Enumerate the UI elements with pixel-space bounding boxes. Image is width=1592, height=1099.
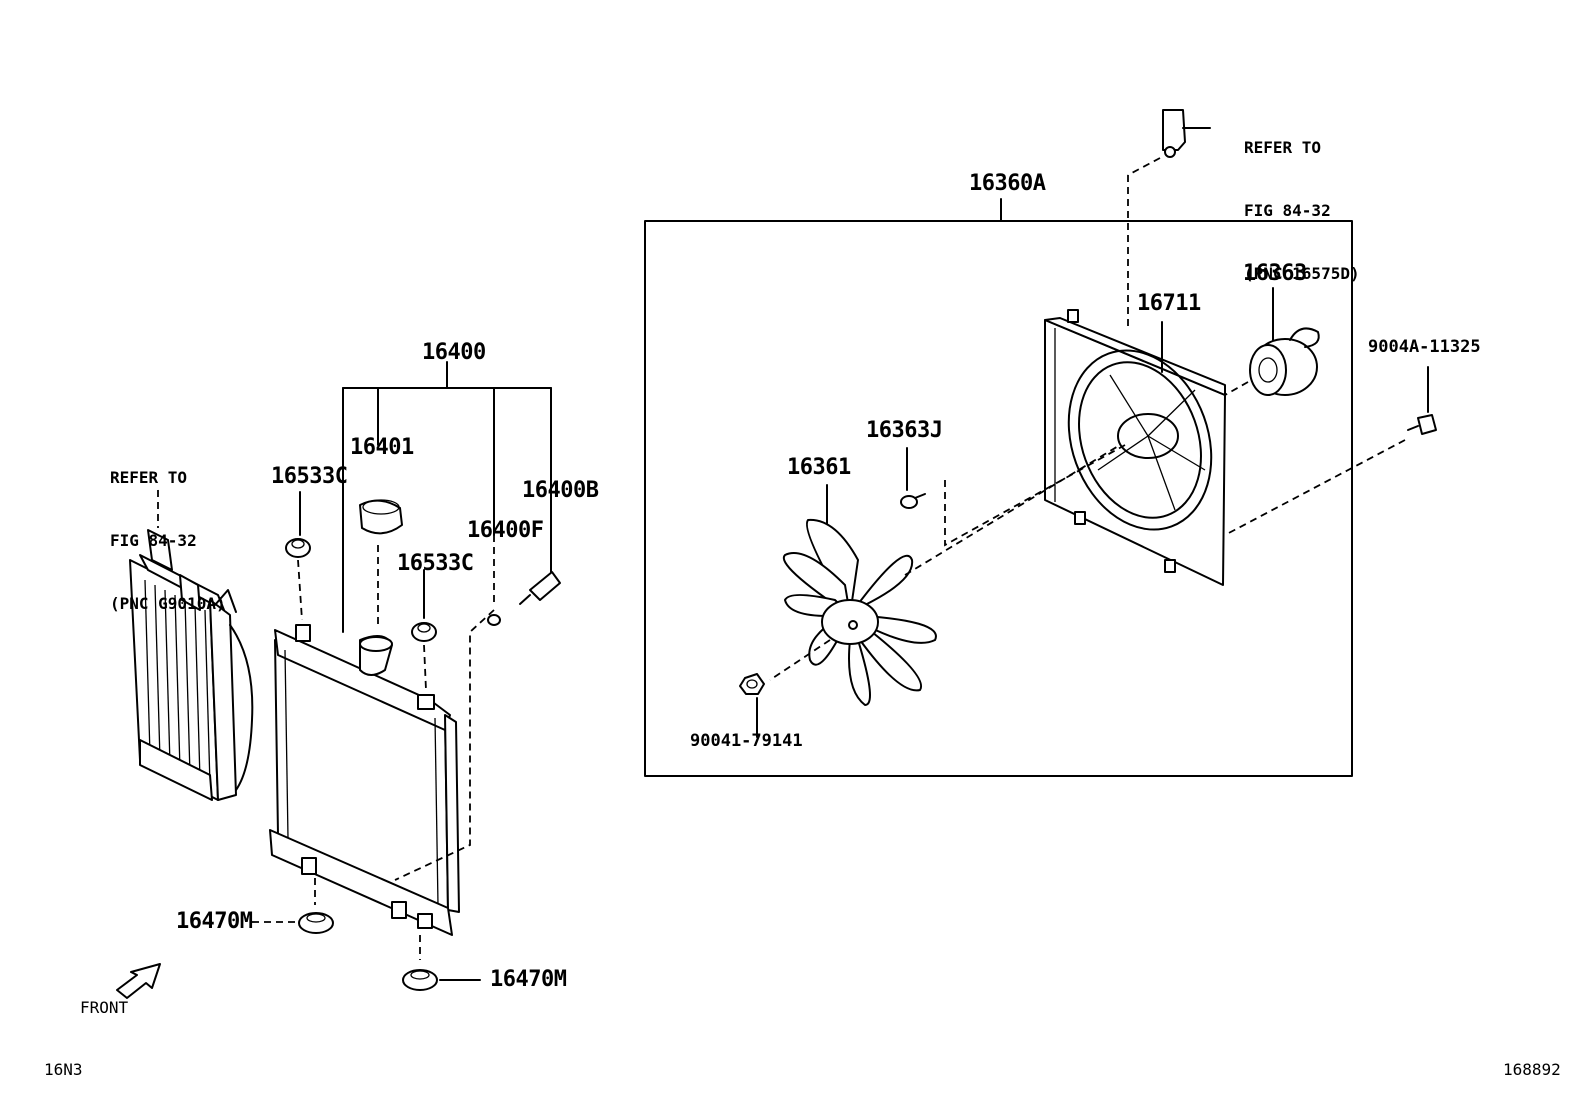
part-label-16360A: 16360A (969, 171, 1046, 196)
refer-top-line1: REFER TO (1244, 138, 1322, 157)
shroud-16711-drawing (1044, 309, 1226, 586)
bolt-9004A-drawing (1224, 366, 1437, 536)
part-label-16470M-b: 16470M (490, 967, 567, 992)
part-label-16470M-a: 16470M (176, 909, 253, 934)
fan-16361-drawing (769, 444, 1121, 706)
refer-left-line2: FIG 84-32 (110, 531, 197, 550)
refer-top-line3: (PNC 16575D) (1244, 264, 1360, 283)
reference-radiator-drawing (129, 490, 254, 801)
radiator-16400-drawing (252, 491, 561, 991)
motor-16363-drawing (1224, 287, 1320, 396)
part-label-16363J: 16363J (866, 418, 943, 443)
part-label-16711: 16711 (1137, 291, 1201, 316)
part-label-16533C-a: 16533C (271, 464, 348, 489)
refer-note-top: REFER TO FIG 84-32 (PNC 16575D) (1244, 95, 1360, 305)
reference-bracket-top (1127, 109, 1211, 330)
fan-assembly-box (644, 198, 1353, 777)
front-arrow-icon (116, 963, 161, 999)
part-label-16533C-b: 16533C (397, 551, 474, 576)
footer-right-code: 168892 (1503, 1060, 1561, 1079)
part-label-16400F: 16400F (467, 518, 544, 543)
refer-left-line1: REFER TO (110, 468, 188, 487)
part-label-16363: 16363 (1243, 261, 1307, 286)
screw-16363J-drawing (900, 444, 1126, 547)
part-label-90041-79141: 90041-79141 (690, 731, 803, 751)
footer-left-code: 16N3 (44, 1060, 83, 1079)
part-label-16400B: 16400B (522, 478, 599, 503)
part-label-16361: 16361 (787, 455, 851, 480)
bracket-16400 (342, 361, 552, 633)
part-label-16401: 16401 (350, 435, 414, 460)
refer-left-line3: (PNC G9010A) (110, 594, 226, 613)
nut-90041-drawing (739, 673, 765, 738)
part-label-16400: 16400 (422, 340, 486, 365)
front-label: FRONT (80, 998, 129, 1017)
part-label-9004A-11325: 9004A-11325 (1368, 337, 1481, 357)
refer-top-line2: FIG 84-32 (1244, 201, 1331, 220)
refer-note-left: REFER TO FIG 84-32 (PNC G9010A) (110, 425, 226, 635)
